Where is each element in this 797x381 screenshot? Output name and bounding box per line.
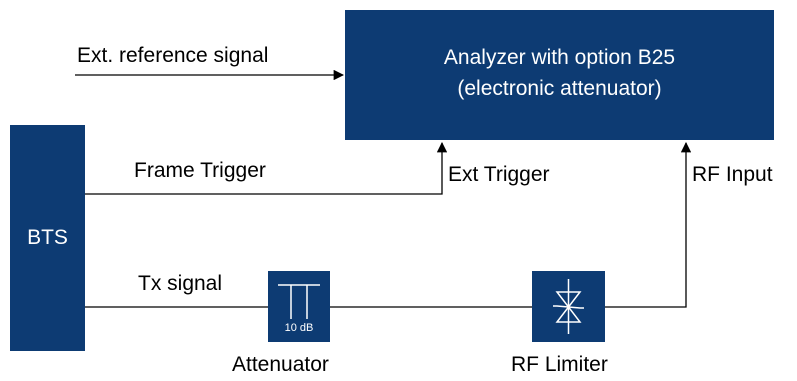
rf-limiter-block: [532, 271, 605, 342]
attenuator-block: 10 dB: [268, 271, 330, 342]
rf-input-label: RF Input: [692, 163, 773, 186]
analyzer-title: Analyzer with option B25: [443, 46, 676, 69]
rf-input-wire: [605, 141, 692, 308]
frame-trigger-label: Frame Trigger: [134, 159, 266, 182]
analyzer-block: Analyzer with option B25 (electronic att…: [345, 10, 774, 140]
ext-trigger-label: Ext Trigger: [448, 163, 550, 186]
frame-trigger-wire: [85, 141, 448, 195]
attenuator-value: 10 dB: [284, 322, 314, 334]
ext-reference-label: Ext. reference signal: [77, 44, 269, 67]
tx-signal-label: Tx signal: [138, 272, 223, 295]
analyzer-subtitle: (electronic attenuator): [457, 77, 662, 100]
limiter-diode-icon: [553, 279, 584, 334]
attenuator-label: Attenuator: [232, 353, 329, 376]
rf-limiter-label: RF Limiter: [511, 353, 608, 376]
bts-block: BTS: [10, 125, 85, 351]
attenuator-symbol-icon: [278, 284, 320, 319]
bts-label: BTS: [27, 226, 68, 249]
